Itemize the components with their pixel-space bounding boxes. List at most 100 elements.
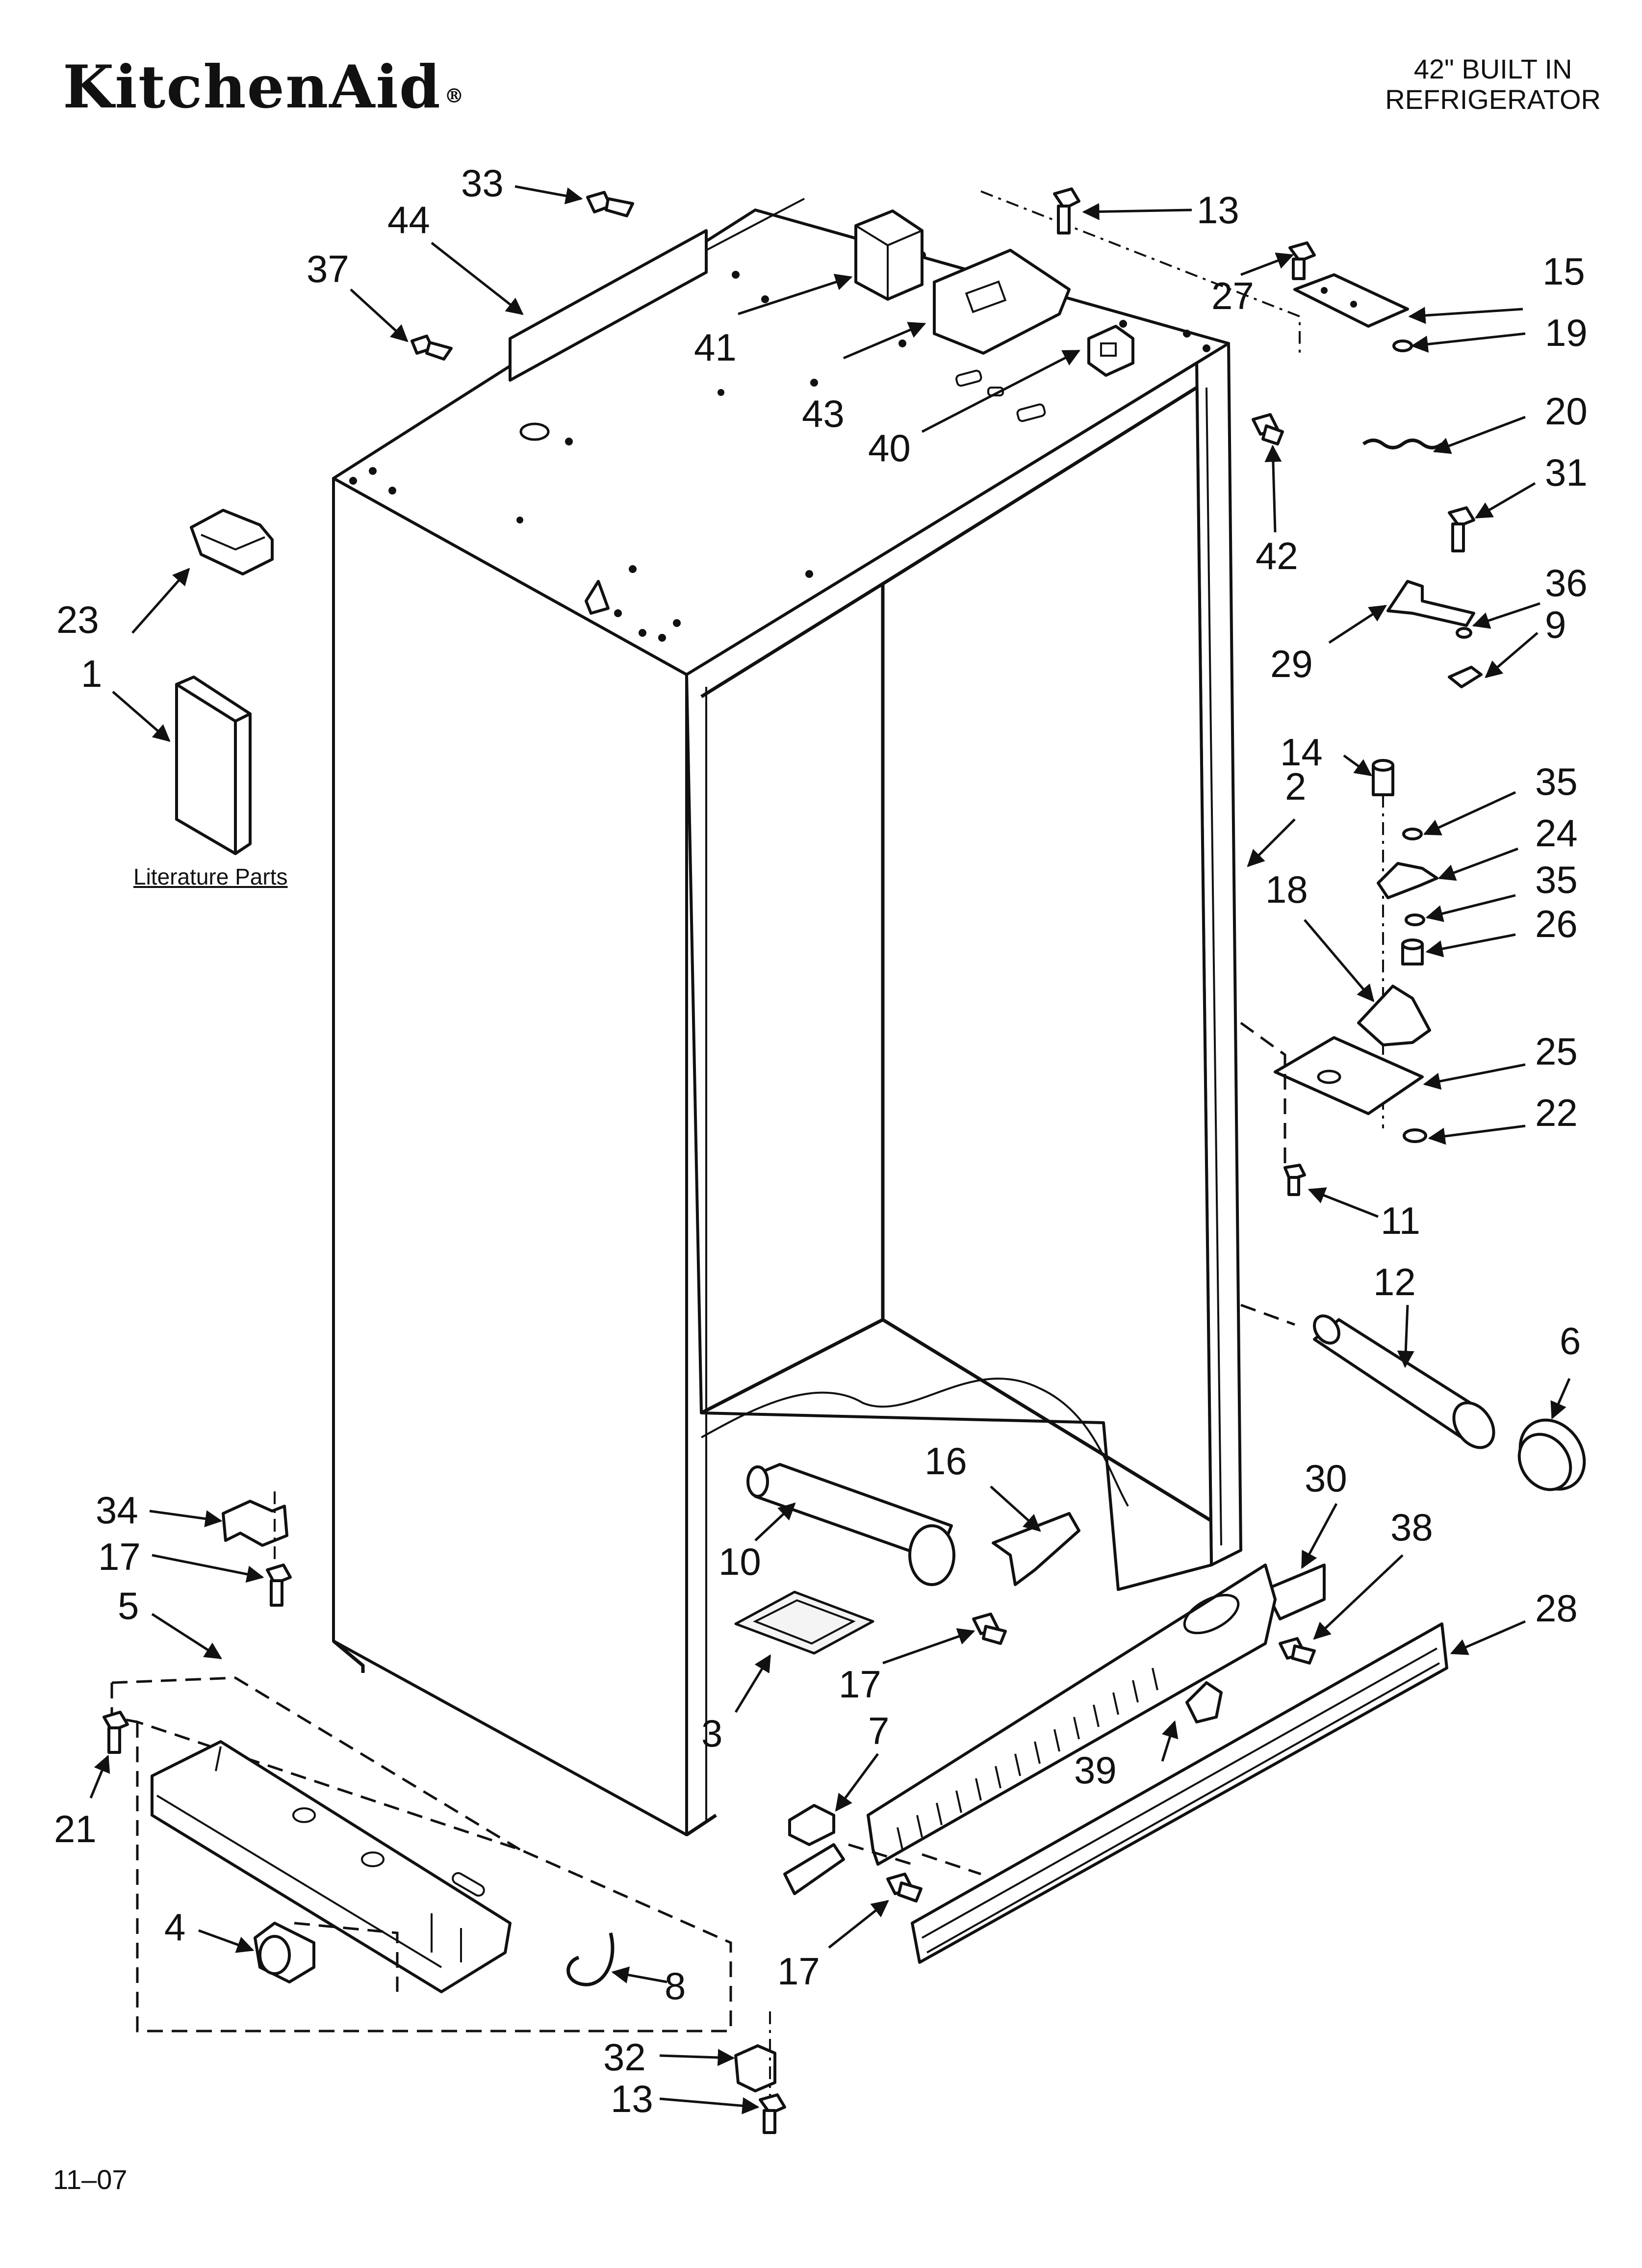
part-37-screw (410, 335, 453, 361)
leader-6 (1550, 1378, 1571, 1420)
leader-2 (1247, 818, 1296, 867)
top-rear-flange (509, 229, 708, 382)
callout-43: 43 (802, 392, 845, 435)
part-17-screw-mid (972, 1613, 1007, 1645)
liner-floor-edge (882, 1318, 1212, 1522)
leader-18 (1304, 919, 1375, 1002)
grille-guide (848, 1843, 913, 1866)
frame-dash-box (136, 1720, 732, 2033)
leader-11 (1308, 1187, 1379, 1218)
part-5-base-rail (151, 1740, 512, 1993)
leader-17-low (828, 1900, 889, 1949)
part-14-pin (1372, 759, 1394, 796)
part-8-tube (566, 1932, 615, 1986)
liner-top-edge (882, 386, 1198, 585)
leader-25 (1423, 1063, 1526, 1090)
leader-13-bottom (659, 2097, 760, 2114)
part-33-screw (586, 191, 634, 217)
leader-19 (1411, 332, 1526, 353)
leader-34 (149, 1510, 223, 1528)
callout-14: 14 (1280, 730, 1323, 774)
literature-parts-label: Literature Parts (133, 864, 288, 889)
part-19-nut (1392, 339, 1413, 352)
callout-12: 12 (1373, 1260, 1416, 1303)
part-6-filter-cap (1517, 1418, 1586, 1491)
part-40-connector (1087, 325, 1134, 377)
part-15-hinge-plate (1293, 273, 1409, 328)
leader-24 (1437, 847, 1518, 881)
callout-41: 41 (694, 326, 737, 369)
part-35-washer-b (1405, 913, 1425, 926)
part-27-screw (1288, 241, 1316, 280)
part-23-shelf-clip (190, 509, 274, 575)
callout-10: 10 (718, 1540, 761, 1583)
hinge-centerline (980, 190, 1301, 353)
leader-9 (1485, 632, 1539, 678)
front-flange-right (1206, 387, 1222, 1546)
callout-26: 26 (1535, 902, 1578, 945)
part-13-bottom-screw (759, 2093, 786, 2134)
cabinet-left-side (332, 477, 688, 1836)
filter-guide (1240, 1303, 1295, 1326)
callout-27: 27 (1211, 274, 1254, 317)
brand-name: KitchenAid (63, 52, 441, 122)
leader-4 (198, 1929, 255, 1953)
callout-17-left: 17 (98, 1535, 141, 1578)
callout-44: 44 (387, 198, 430, 241)
part-21-screw (103, 1711, 129, 1754)
leader-12 (1397, 1304, 1414, 1368)
part-20-spring (1362, 439, 1443, 449)
callout-8: 8 (665, 1964, 686, 2007)
callout-30: 30 (1305, 1457, 1347, 1500)
leader-arrows (89, 185, 1571, 2114)
part-29-bracket (1386, 580, 1475, 627)
leader-35-a (1423, 791, 1516, 835)
leader-28 (1450, 1620, 1526, 1655)
leader-27 (1240, 252, 1294, 276)
top-cutouts (955, 369, 1046, 422)
part-30-cover (1264, 1564, 1326, 1620)
leader-33 (514, 185, 583, 205)
callout-36: 36 (1545, 561, 1588, 604)
callout-5: 5 (118, 1584, 139, 1627)
leader-20 (1433, 416, 1526, 454)
leader-13-top (1082, 203, 1192, 220)
callout-1: 1 (81, 652, 102, 695)
callout-31: 31 (1545, 451, 1588, 494)
callout-13-top: 13 (1197, 188, 1239, 232)
part-17-screw-left (266, 1564, 292, 1607)
part-9-clip (1448, 666, 1483, 688)
hinge-mount-guide (1240, 1021, 1286, 1168)
leader-15 (1408, 307, 1523, 324)
callout-21: 21 (54, 1807, 97, 1851)
callout-23: 23 (56, 598, 99, 641)
leader-22 (1428, 1124, 1526, 1145)
callout-35-b: 35 (1535, 858, 1578, 901)
part-31-screw (1448, 506, 1475, 552)
callout-4: 4 (164, 1905, 185, 1949)
leader-35-b (1425, 894, 1516, 922)
callout-13-bottom: 13 (611, 2077, 653, 2120)
registered-mark: ® (444, 84, 465, 107)
leader-21 (89, 1754, 110, 1799)
part-34-bracket (222, 1500, 288, 1547)
callout-34: 34 (96, 1488, 138, 1532)
leader-38 (1313, 1554, 1404, 1640)
part-42-screw (1252, 413, 1284, 445)
top-bracket (585, 580, 610, 615)
callout-29: 29 (1270, 642, 1313, 685)
leader-43 (843, 322, 926, 360)
part-7-side-bracket (783, 1843, 845, 1895)
leader-7 (835, 1753, 879, 1812)
part-41-relay (854, 209, 924, 301)
leader-31 (1474, 482, 1536, 519)
rear-flange-edge (706, 198, 805, 251)
roller-guide (294, 1922, 399, 1992)
callout-40: 40 (868, 426, 911, 469)
callout-24: 24 (1535, 811, 1578, 855)
part-11-screw (1283, 1164, 1306, 1196)
leader-8 (611, 1966, 667, 1983)
leader-26 (1425, 933, 1516, 958)
leader-17-mid (882, 1628, 975, 1665)
